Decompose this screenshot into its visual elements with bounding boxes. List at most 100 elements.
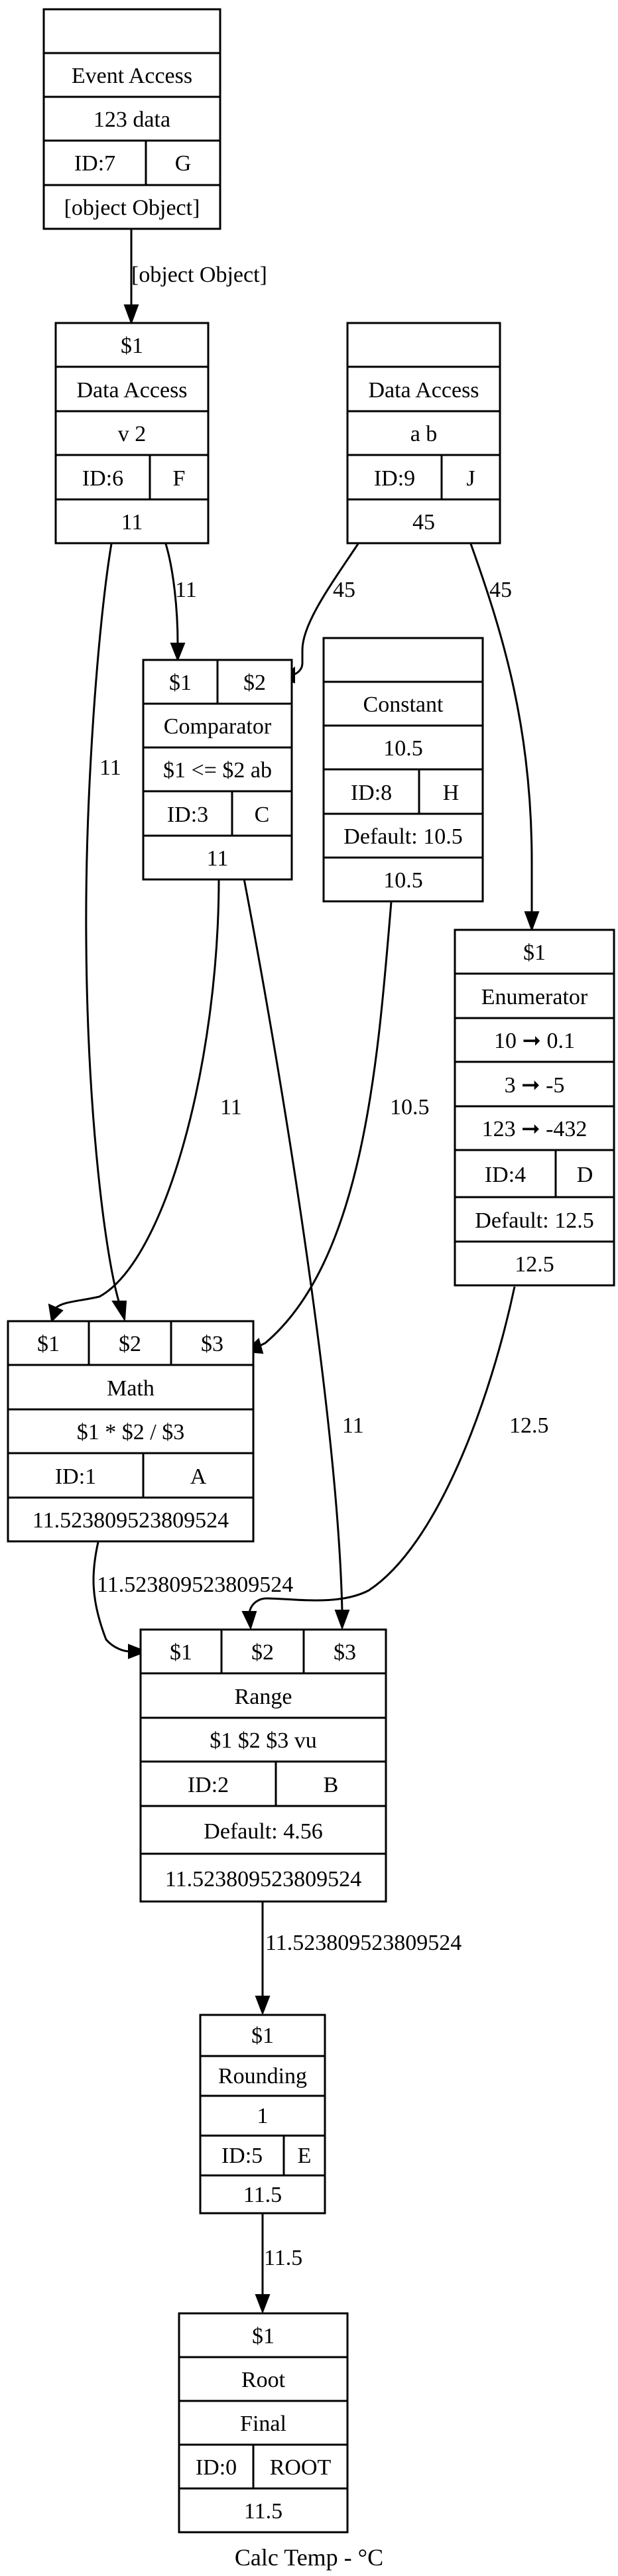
node-id: ID:8 xyxy=(351,781,392,805)
edge-comparator-to-math: 11 xyxy=(48,878,242,1323)
node-id: ID:1 xyxy=(55,1464,96,1489)
node-output: 11.5 xyxy=(244,2499,282,2524)
edge-math-to-range: 11.523809523809524 xyxy=(92,1541,293,1659)
edge-data-access-j-to-enumerator: 45 xyxy=(469,543,540,932)
node-range: $1 $2 $3 Range $1 $2 $3 vu ID:2 B Defaul… xyxy=(139,1628,387,1903)
node-config: 1 xyxy=(257,2104,269,2128)
node-title: Enumerator xyxy=(481,985,588,1009)
node-default: Default: 10.5 xyxy=(343,824,462,849)
node-title: Root xyxy=(241,2368,286,2392)
node-mapping: 123 ➞ -432 xyxy=(482,1117,587,1141)
node-header-port: $1 xyxy=(121,334,143,358)
node-title: Math xyxy=(107,1376,154,1401)
node-letter: C xyxy=(255,803,270,827)
node-mapping: 10 ➞ 0.1 xyxy=(494,1029,575,1053)
node-header-port: $1 xyxy=(251,2024,274,2048)
edge-label: 10.5 xyxy=(390,1095,430,1120)
node-letter: E xyxy=(298,2144,312,2168)
edge-label: 11.523809523809524 xyxy=(97,1573,293,1597)
node-output: 12.5 xyxy=(515,1252,554,1277)
node-data-access-f: $1 Data Access v 2 ID:6 F 11 xyxy=(54,322,210,545)
edge-rounding-to-root: 11.5 xyxy=(255,2214,302,2314)
node-data-access-j: Data Access a b ID:9 J 45 xyxy=(346,322,501,545)
node-output: 11.523809523809524 xyxy=(32,1508,229,1533)
node-header-port: $1 xyxy=(523,940,546,965)
node-config: 123 data xyxy=(93,107,170,132)
node-default: Default: 12.5 xyxy=(475,1208,593,1233)
edge-constant-to-math: 10.5 xyxy=(243,901,430,1354)
node-config: a b xyxy=(410,422,438,446)
edge-label: 12.5 xyxy=(509,1413,549,1438)
edge-label: 11 xyxy=(220,1095,242,1120)
edge-label: 11 xyxy=(342,1413,364,1438)
node-header-port: $1 xyxy=(252,2324,275,2349)
edge-data-access-f-to-math: 11 xyxy=(85,543,127,1322)
node-id: ID:3 xyxy=(167,803,208,827)
node-id: ID:9 xyxy=(374,466,415,491)
node-header-port: $3 xyxy=(334,1640,356,1665)
node-config: Final xyxy=(240,2412,286,2436)
edge-label: 11 xyxy=(99,755,121,780)
node-config: $1 $2 $3 vu xyxy=(210,1728,317,1753)
node-config: $1 * $2 / $3 xyxy=(77,1420,184,1445)
edge-label: 11.5 xyxy=(264,2246,302,2270)
node-letter: B xyxy=(324,1773,339,1797)
node-id: ID:7 xyxy=(74,151,115,176)
node-root: $1 Root Final ID:0 ROOT 11.5 xyxy=(178,2312,349,2534)
node-output: 11.523809523809524 xyxy=(165,1867,361,1892)
node-title: Data Access xyxy=(368,378,479,403)
edge-label: 11.523809523809524 xyxy=(265,1931,462,1955)
node-title: Comparator xyxy=(164,714,272,739)
node-id: ID:6 xyxy=(82,466,123,491)
node-event-access: Event Access 123 data ID:7 G [object Obj… xyxy=(42,8,221,230)
node-output: 11 xyxy=(121,510,143,535)
node-title: Range xyxy=(235,1685,292,1709)
node-constant: Constant 10.5 ID:8 H Default: 10.5 10.5 xyxy=(322,637,484,903)
edge-label: [object Object] xyxy=(131,263,267,287)
node-config: v 2 xyxy=(118,422,147,446)
node-header-port: $3 xyxy=(201,1332,223,1356)
node-output: 11 xyxy=(207,846,229,871)
edge-event-access-to-data-access-f: [object Object] xyxy=(123,229,267,325)
edge-range-to-rounding: 11.523809523809524 xyxy=(255,1902,462,2016)
node-letter: G xyxy=(175,151,192,176)
node-id: ID:4 xyxy=(485,1163,526,1187)
node-header-port: $2 xyxy=(251,1640,274,1665)
node-output: 10.5 xyxy=(383,868,423,893)
node-id: ID:2 xyxy=(188,1773,229,1797)
node-header-port: $2 xyxy=(243,671,266,695)
edge-enumerator-to-range: 12.5 xyxy=(241,1286,549,1630)
node-title: Rounding xyxy=(218,2064,307,2089)
edge-label: 11 xyxy=(175,578,197,602)
node-title: Event Access xyxy=(72,64,192,88)
node-enumerator: $1 Enumerator 10 ➞ 0.1 3 ➞ -5 123 ➞ -432… xyxy=(454,929,615,1287)
node-header-port: $2 xyxy=(119,1332,141,1356)
node-header-port: $1 xyxy=(169,671,192,695)
node-title: Data Access xyxy=(76,378,187,403)
node-output: 45 xyxy=(412,510,435,535)
node-default: Default: 4.56 xyxy=(204,1819,322,1844)
edge-label: 45 xyxy=(333,578,355,602)
node-mapping: 3 ➞ -5 xyxy=(505,1073,565,1098)
edges: [object Object] 11 11 45 45 xyxy=(48,229,549,2314)
node-title: Constant xyxy=(363,692,444,717)
node-rounding: $1 Rounding 1 ID:5 E 11.5 xyxy=(199,2014,326,2215)
node-letter: ROOT xyxy=(270,2455,332,2480)
node-letter: F xyxy=(173,466,186,491)
node-letter: H xyxy=(443,781,460,805)
node-config: 10.5 xyxy=(383,736,423,761)
node-output: [object Object] xyxy=(64,196,200,220)
node-letter: D xyxy=(577,1163,593,1187)
node-header-port: $1 xyxy=(37,1332,60,1356)
edge-comparator-to-range: 11 xyxy=(243,878,364,1630)
node-config: $1 <= $2 ab xyxy=(163,758,272,783)
node-id: ID:5 xyxy=(221,2144,263,2168)
node-comparator: $1 $2 Comparator $1 <= $2 ab ID:3 C 11 xyxy=(142,659,293,881)
edge-data-access-f-to-comparator: 11 xyxy=(164,543,197,662)
node-letter: J xyxy=(466,466,475,491)
node-id: ID:0 xyxy=(196,2455,237,2480)
diagram-caption: Calc Temp - °C xyxy=(235,2544,383,2571)
node-output: 11.5 xyxy=(243,2183,282,2207)
edge-label: 45 xyxy=(489,578,512,602)
